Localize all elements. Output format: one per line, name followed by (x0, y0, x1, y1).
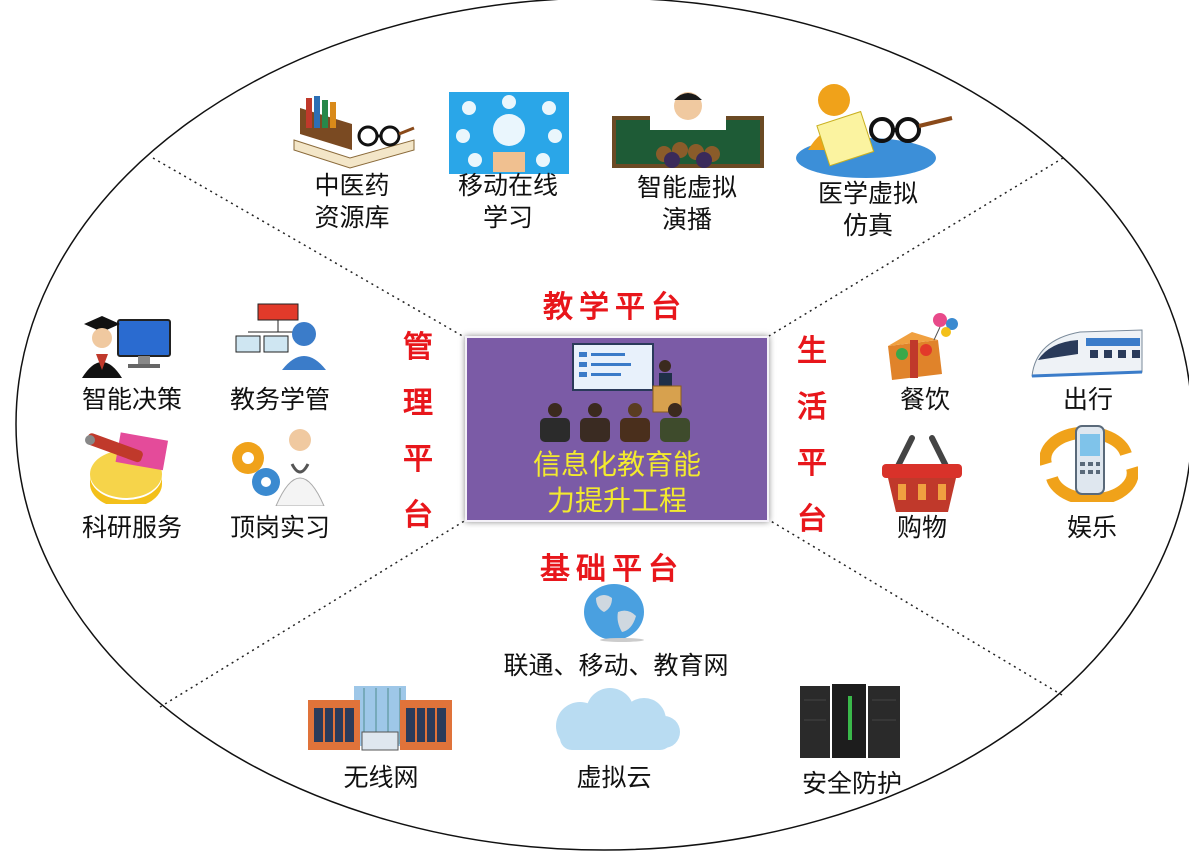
cloud-learning-icon (449, 92, 569, 174)
foundation-item-2-label: 无线网 (343, 763, 419, 792)
management-item-4-label: 顶岗实习 (229, 513, 330, 542)
globe-icon (584, 584, 644, 642)
management-item-3-label: 科研服务 (81, 513, 182, 542)
management-item-1-label: 智能决策 (81, 385, 182, 414)
teaching-item-2-line1: 移动在线 (457, 171, 558, 200)
management-char: 管 (403, 330, 433, 365)
management-char: 平 (403, 442, 433, 477)
life-item-4-label: 娱乐 (1066, 513, 1117, 542)
life-char: 生 (797, 334, 827, 369)
divider-bottom-left (159, 519, 467, 708)
life-item-3-label: 购物 (896, 513, 947, 542)
research-tools-icon (85, 432, 169, 504)
life-item-1-label: 餐饮 (899, 385, 950, 414)
building-icon (308, 686, 452, 751)
teaching-item-4-line1: 医学虚拟 (817, 179, 918, 208)
mobile-phone-icon (1040, 425, 1138, 502)
management-char: 台 (403, 498, 433, 533)
cloud-icon (556, 688, 680, 750)
lecture-scene-icon (540, 343, 690, 442)
teaching-item-2-line2: 学习 (482, 203, 533, 232)
foundation-item-3-label: 虚拟云 (576, 763, 652, 792)
management-item-2-label: 教务学管 (229, 385, 330, 414)
person-glasses-icon (796, 84, 953, 178)
center-title-line2: 力提升工程 (546, 484, 687, 517)
management-char: 理 (403, 386, 433, 421)
teaching-item-3-line1: 智能虚拟 (636, 173, 737, 202)
foundation-platform-title: 基础平台 (540, 552, 684, 587)
foundation-item-4-label: 安全防护 (801, 769, 902, 798)
life-char: 台 (797, 502, 827, 537)
life-char: 平 (797, 446, 827, 481)
books-glasses-icon (293, 96, 415, 169)
gift-balloons-icon (888, 313, 958, 380)
outer-ellipse (15, 0, 1189, 851)
life-item-2-label: 出行 (1062, 385, 1113, 414)
life-char: 活 (797, 390, 827, 425)
server-rack-icon (800, 684, 900, 758)
center-panel: 信息化教育能 力提升工程 (465, 336, 769, 522)
teaching-platform-title: 教学平台 (543, 290, 687, 325)
teacher-blackboard-icon (612, 92, 764, 168)
life-platform-title: 生 活 平 台 (792, 324, 832, 548)
graduate-computer-icon (82, 316, 171, 378)
center-title-line1: 信息化教育能 (532, 448, 701, 481)
teaching-item-4-line2: 仿真 (842, 211, 893, 240)
management-platform-title: 管 理 平 台 (398, 320, 438, 544)
network-user-icon (235, 303, 326, 370)
teaching-item-3-line2: 演播 (661, 205, 712, 234)
shopping-basket-icon (882, 435, 962, 512)
train-icon (1031, 329, 1143, 378)
foundation-item-1-label: 联通、移动、教育网 (503, 651, 729, 680)
divider-top-left (152, 157, 467, 339)
teaching-item-1-line1: 中医药 (314, 171, 390, 200)
doctor-gears-icon (232, 429, 325, 506)
teaching-item-1-line2: 资源库 (314, 203, 390, 232)
